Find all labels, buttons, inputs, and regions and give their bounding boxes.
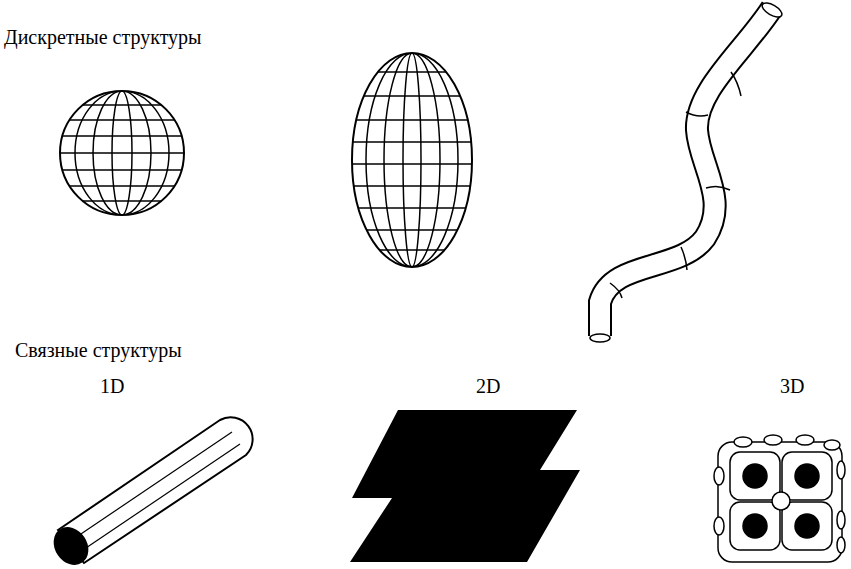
network-3d: [714, 435, 845, 562]
dimension-label: 2D: [476, 375, 500, 397]
curved-tube: [590, 0, 784, 342]
sheet-2d: [350, 410, 580, 562]
dimension-label: 3D: [780, 375, 804, 397]
ellipsoid: [340, 53, 480, 267]
sphere: [55, 91, 190, 215]
section-heading: Связные структуры: [15, 339, 182, 361]
dimension-label: 1D: [100, 375, 124, 397]
section-heading: Дискретные структуры: [4, 26, 202, 48]
rod-1d: [48, 417, 253, 569]
